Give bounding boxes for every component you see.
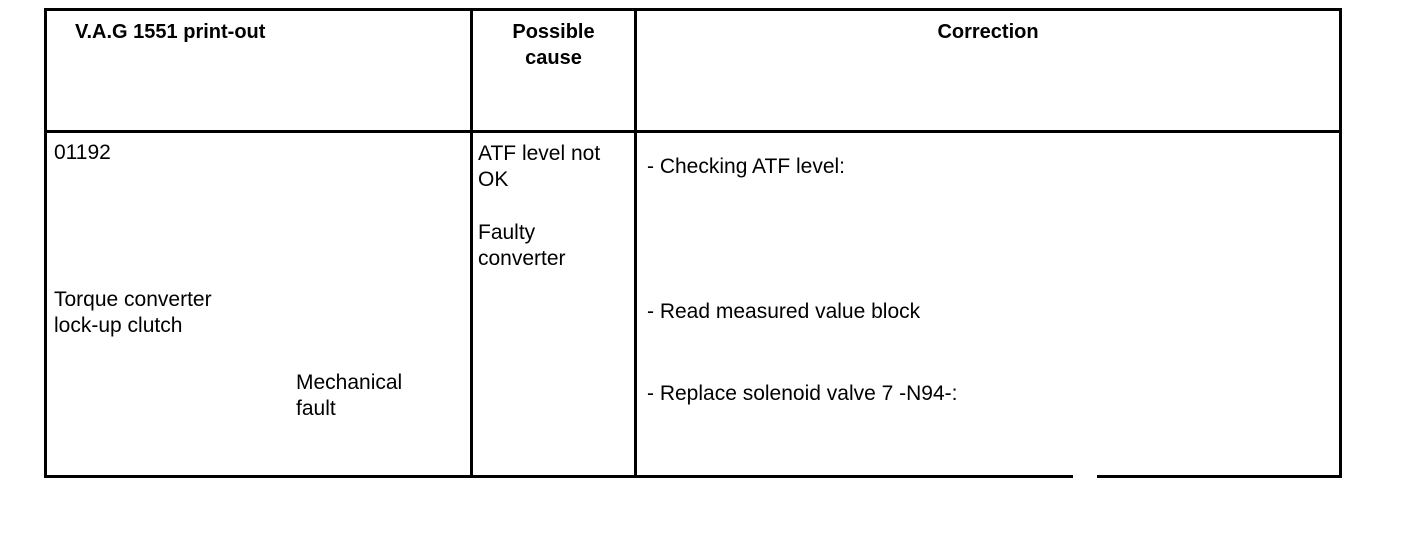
cause-atf-level: ATF level not OK <box>478 141 600 193</box>
cause-line1: ATF level not <box>478 142 601 165</box>
cause-line2: OK <box>478 168 509 191</box>
fault-type-line1: Mechanical <box>296 371 403 394</box>
column-divider-2 <box>634 11 637 475</box>
component-name: Torque converter lock-up clutch <box>54 287 212 339</box>
correction-check-atf-level: - Checking ATF level: <box>647 155 846 178</box>
border-gap <box>1073 475 1097 478</box>
fault-type: Mechanical fault <box>296 370 402 422</box>
correction-replace-solenoid-valve: - Replace solenoid valve 7 -N94-: <box>647 382 958 405</box>
component-line2: lock-up clutch <box>54 314 183 337</box>
fault-table: V.A.G 1551 print-out Possible cause Corr… <box>44 8 1342 478</box>
fault-code: 01192 <box>54 141 111 164</box>
correction-read-measured-value-block: - Read measured value block <box>647 300 921 323</box>
column-divider-1 <box>470 11 473 475</box>
header-printout: V.A.G 1551 print-out <box>75 21 266 43</box>
header-possible-cause: Possible cause <box>473 19 634 71</box>
header-cause-line1: Possible <box>512 21 595 43</box>
header-divider <box>47 130 1339 133</box>
cause-faulty-converter: Faulty converter <box>478 220 566 272</box>
cause-line2: converter <box>478 247 566 270</box>
fault-type-line2: fault <box>296 397 336 420</box>
cause-line1: Faulty <box>478 221 536 244</box>
header-cause-line2: cause <box>525 47 582 69</box>
header-correction: Correction <box>937 21 1039 43</box>
component-line1: Torque converter <box>54 288 212 311</box>
